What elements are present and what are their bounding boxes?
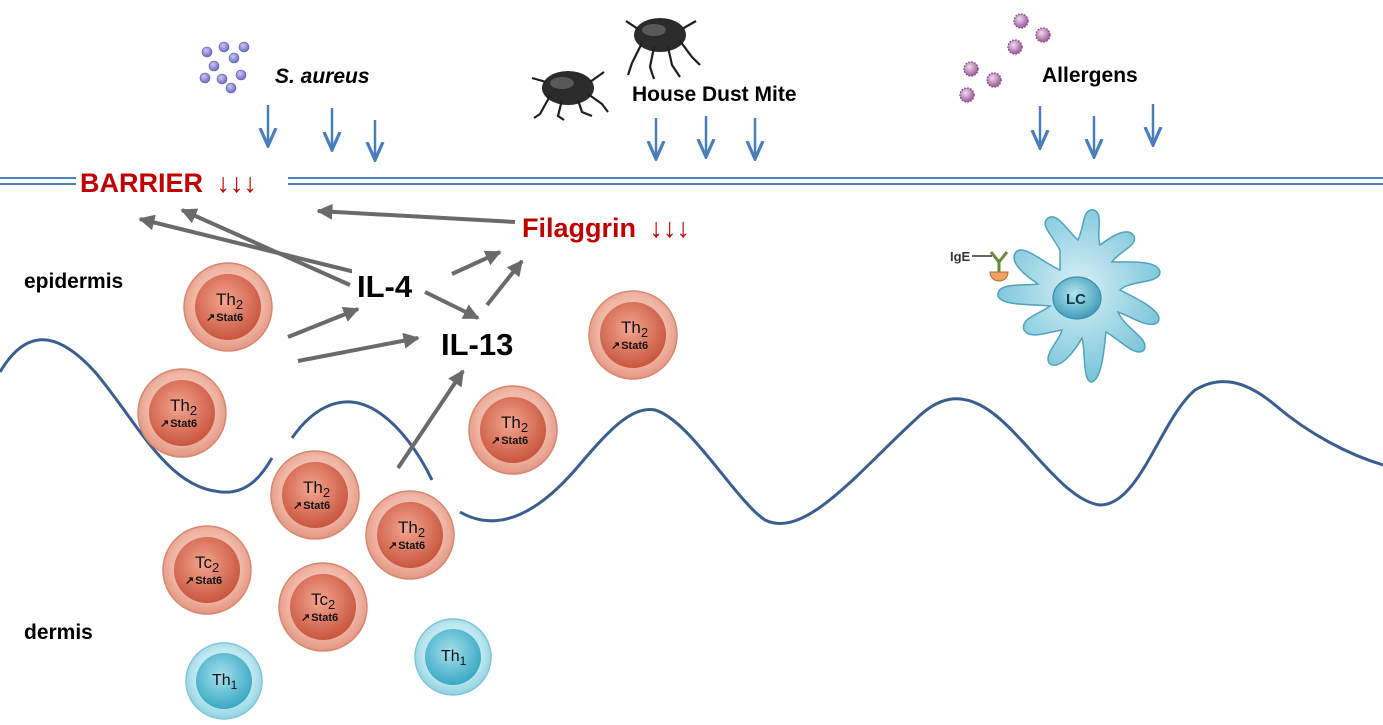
svg-text:Th2: Th2 bbox=[303, 478, 330, 500]
tc2-cell: Tc2 ↗Stat6 bbox=[278, 562, 368, 652]
allergen-particles-icon bbox=[959, 13, 1051, 103]
cytokine-arrows bbox=[138, 203, 524, 470]
svg-text:Tc2: Tc2 bbox=[311, 590, 335, 612]
svg-text:↗Stat6: ↗Stat6 bbox=[160, 418, 197, 430]
filaggrin-text: Filaggrin bbox=[522, 213, 636, 243]
house-dust-mite-label: House Dust Mite bbox=[632, 83, 797, 106]
il13-label: IL-13 bbox=[441, 327, 513, 362]
svg-text:Tc2: Tc2 bbox=[195, 553, 219, 575]
svg-text:Th2: Th2 bbox=[398, 518, 425, 540]
tc2-cell: Tc2 ↗Stat6 bbox=[162, 525, 252, 615]
langerhans-cell: LC bbox=[997, 209, 1161, 383]
ige-label: IgE bbox=[950, 249, 971, 264]
barrier-text: BARRIER bbox=[80, 168, 203, 198]
th1-cell: Th1 bbox=[185, 642, 263, 720]
svg-text:Th1: Th1 bbox=[212, 672, 238, 692]
th2-cell: Th2 ↗Stat6 bbox=[365, 490, 455, 580]
svg-text:↗Stat6: ↗Stat6 bbox=[301, 612, 338, 624]
svg-text:Th2: Th2 bbox=[170, 396, 197, 418]
barrier-decrease-arrows: ↓↓↓ bbox=[217, 168, 258, 198]
th2-cell: Th2 ↗Stat6 bbox=[137, 368, 227, 458]
svg-text:↗Stat6: ↗Stat6 bbox=[206, 312, 243, 324]
s-aureus-label: S. aureus bbox=[275, 65, 370, 88]
dermal-epidermal-junction bbox=[0, 338, 1383, 525]
th2-cell: Th2 ↗Stat6 bbox=[183, 262, 273, 352]
barrier-label: BARRIER ↓↓↓ bbox=[80, 168, 257, 198]
epidermis-label: epidermis bbox=[24, 270, 123, 293]
allergens-label: Allergens bbox=[1042, 64, 1138, 87]
svg-text:Th2: Th2 bbox=[216, 290, 243, 312]
svg-text:Th2: Th2 bbox=[501, 413, 528, 435]
svg-text:↗Stat6: ↗Stat6 bbox=[491, 435, 528, 447]
th2-cell: Th2 ↗Stat6 bbox=[588, 290, 678, 380]
ige-receptor-icon bbox=[972, 251, 1009, 282]
lc-label: LC bbox=[1066, 291, 1086, 308]
th2-cell: Th2 ↗Stat6 bbox=[270, 450, 360, 540]
stimulus-arrows bbox=[268, 104, 1153, 160]
barrier-line bbox=[0, 177, 1383, 185]
filaggrin-label: Filaggrin ↓↓↓ bbox=[522, 213, 690, 243]
th1-cell: Th1 bbox=[414, 618, 492, 696]
filaggrin-decrease-arrows: ↓↓↓ bbox=[650, 213, 691, 243]
s-aureus-bacteria-icon bbox=[199, 41, 250, 94]
house-dust-mite-icon bbox=[531, 18, 701, 121]
svg-text:Th1: Th1 bbox=[441, 648, 467, 668]
svg-text:↗Stat6: ↗Stat6 bbox=[293, 500, 330, 512]
dermis-label: dermis bbox=[24, 621, 93, 644]
svg-text:↗Stat6: ↗Stat6 bbox=[185, 575, 222, 587]
svg-text:↗Stat6: ↗Stat6 bbox=[388, 540, 425, 552]
svg-text:↗Stat6: ↗Stat6 bbox=[611, 340, 648, 352]
svg-text:Th2: Th2 bbox=[621, 318, 648, 340]
il4-label: IL-4 bbox=[357, 269, 413, 304]
th2-cell: Th2 ↗Stat6 bbox=[468, 385, 558, 475]
